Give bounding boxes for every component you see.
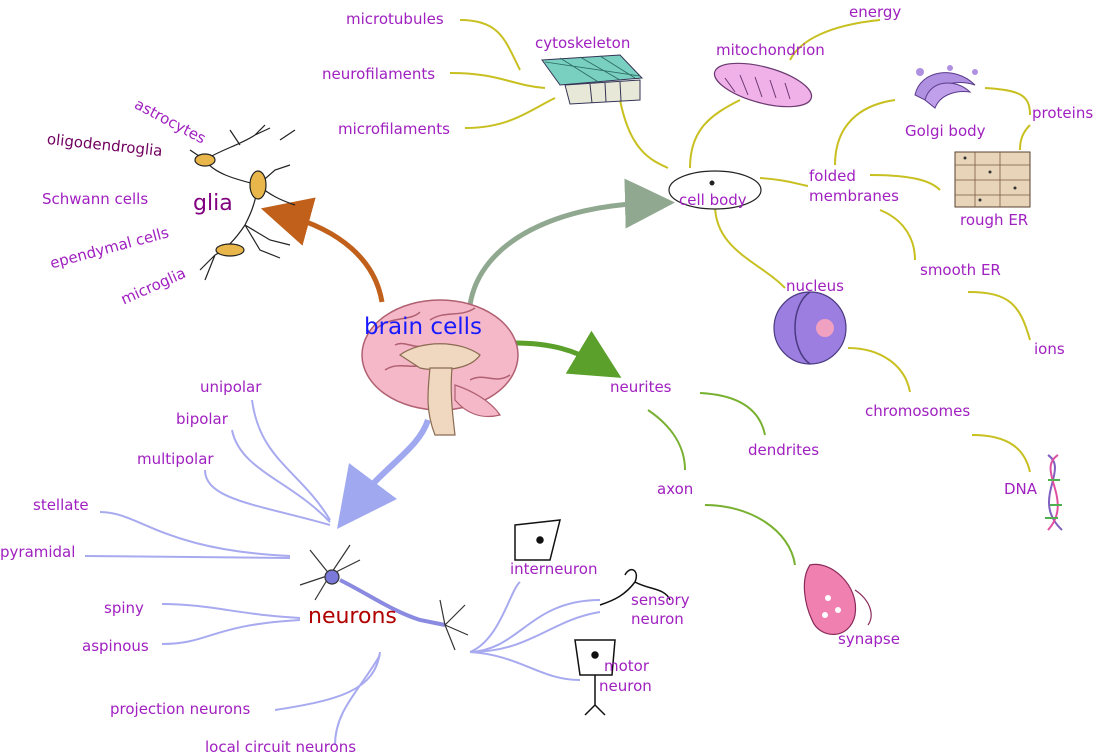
folded-label[interactable]: folded (809, 167, 856, 185)
smooth-er-label[interactable]: smooth ER (920, 261, 1001, 279)
nucleus-illustration (773, 291, 847, 365)
microfilaments-label[interactable]: microfilaments (338, 120, 450, 138)
dna-illustration (1045, 454, 1063, 531)
unipolar-label[interactable]: unipolar (200, 378, 262, 396)
chromosomes-label[interactable]: chromosomes (865, 402, 971, 420)
neurite-links (647, 392, 796, 566)
cytoskeleton-label[interactable]: cytoskeleton (535, 34, 631, 52)
neurons-label[interactable]: neurons (308, 604, 397, 629)
neurites-label[interactable]: neurites (610, 378, 672, 396)
motor-neuron-label[interactable]: neuron (599, 677, 652, 695)
motor-label[interactable]: motor (604, 657, 650, 675)
membranes-label[interactable]: membranes (809, 187, 899, 205)
projection-neurons-label[interactable]: projection neurons (110, 700, 251, 718)
neuron-illustration (299, 544, 469, 651)
nucleus-label[interactable]: nucleus (786, 277, 844, 295)
cell-body-links (449, 19, 1031, 473)
motor-neuron-illustration (574, 639, 616, 716)
brain-illustration (361, 299, 519, 436)
mitochondrion-label[interactable]: mitochondrion (716, 41, 825, 59)
glia-arrow (260, 197, 385, 303)
neurites-arrow (514, 330, 622, 378)
neurons-arrow (336, 418, 431, 529)
neurofilaments-label[interactable]: neurofilaments (322, 65, 436, 83)
cytoskeleton-illustration (541, 54, 644, 105)
interneuron-label[interactable]: interneuron (510, 560, 598, 578)
proteins-label[interactable]: proteins (1032, 104, 1094, 122)
glia-label[interactable]: glia (193, 191, 233, 216)
axon-label[interactable]: axon (657, 480, 694, 498)
golgi-body-label[interactable]: Golgi body (905, 122, 986, 140)
synapse-illustration (803, 563, 872, 635)
sensory-neuron-illustration (599, 568, 671, 606)
cell-body-illustration (668, 170, 762, 210)
interneuron-illustration (514, 519, 561, 561)
stellate-label[interactable]: stellate (33, 496, 89, 514)
golgi-illustration (914, 65, 978, 109)
mitochondrion-illustration (713, 62, 813, 108)
neuron-links (84, 399, 601, 746)
sensory-label[interactable]: sensory (631, 591, 690, 609)
energy-label[interactable]: energy (849, 3, 902, 21)
rough-er-illustration (954, 151, 1031, 208)
dna-label[interactable]: DNA (1004, 480, 1038, 498)
pyramidal-label[interactable]: pyramidal (0, 543, 76, 561)
ions-label[interactable]: ions (1034, 340, 1065, 358)
aspinous-label[interactable]: aspinous (82, 637, 149, 655)
cell-body-label[interactable]: cell body (679, 191, 747, 209)
rough-er-label[interactable]: rough ER (960, 211, 1029, 229)
bipolar-label[interactable]: bipolar (176, 410, 228, 428)
cell-body-arrow (467, 178, 675, 306)
spiny-label[interactable]: spiny (104, 599, 144, 617)
local-circuit-neurons-label[interactable]: local circuit neurons (205, 738, 357, 756)
dendrites-label[interactable]: dendrites (748, 441, 820, 459)
multipolar-label[interactable]: multipolar (137, 450, 214, 468)
schwann-cells-label[interactable]: Schwann cells (42, 190, 149, 208)
synapse-label[interactable]: synapse (838, 630, 900, 648)
glia-illustration (189, 124, 296, 281)
sensory-neuron-label[interactable]: neuron (631, 610, 684, 628)
microtubules-label[interactable]: microtubules (346, 10, 444, 28)
center-label[interactable]: brain cells (364, 314, 482, 340)
